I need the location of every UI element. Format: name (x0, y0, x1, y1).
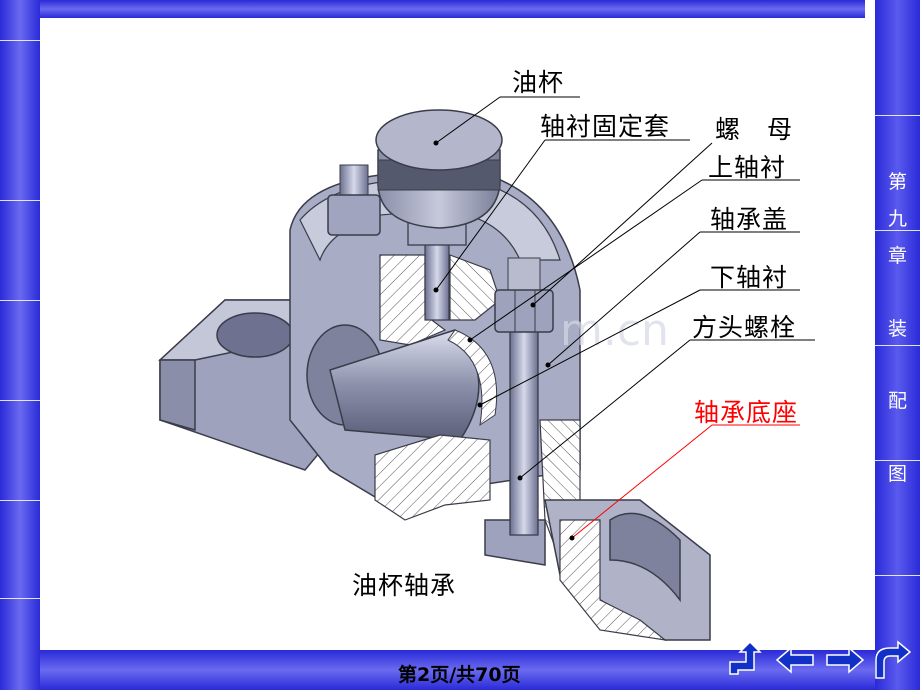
right-divider (875, 460, 920, 461)
chapter-char: 第 (887, 171, 907, 193)
left-nut (327, 194, 381, 236)
chapter-char: 章 (887, 245, 907, 267)
base-left-slot (216, 312, 294, 358)
figure-caption: 油杯轴承 (352, 571, 457, 600)
leader-bolt (519, 339, 691, 479)
left-frame-bar (0, 0, 40, 690)
leader-dot (477, 402, 483, 408)
right-divider (875, 230, 920, 231)
right-divider (875, 345, 920, 346)
leader-dot (569, 535, 575, 541)
base-right-slot (609, 512, 681, 603)
chapter-char: 图 (887, 463, 907, 485)
right-nut (494, 289, 554, 333)
label-bearing-base: 轴承底座 (694, 398, 799, 427)
leader-dot (433, 287, 439, 293)
base-right-foot-section (559, 519, 668, 641)
leader-cap (547, 231, 701, 366)
leader-sleeve (435, 139, 546, 291)
base-left-front (159, 359, 196, 431)
chapter-char: 配 (887, 390, 907, 412)
prev-arrow-icon[interactable] (775, 640, 815, 680)
next-arrow-icon[interactable] (825, 640, 865, 680)
leader-dot (467, 337, 473, 343)
leader-dot (517, 475, 523, 481)
oil-cup-top (375, 109, 503, 171)
label-lower-bushing: 下轴衬 (710, 263, 789, 292)
left-divider (0, 500, 40, 501)
leader-dot (545, 362, 551, 368)
leader-lower-bushing (479, 289, 701, 406)
return-icon[interactable] (724, 640, 764, 680)
top-frame-bar (40, 0, 865, 18)
page-indicator: 第2页/共70页 (398, 664, 521, 686)
leader-dot (433, 140, 439, 146)
chapter-char: 九 (887, 208, 907, 230)
left-divider (0, 300, 40, 301)
left-divider (0, 400, 40, 401)
label-upper-bushing: 上轴衬 (708, 153, 787, 182)
right-divider (875, 575, 920, 576)
leader-upper-bushing (469, 179, 703, 341)
label-square-bolt: 方头螺栓 (692, 313, 797, 342)
watermark-text: m.cn (560, 305, 669, 356)
right-divider (875, 115, 920, 116)
chapter-char: 装 (887, 318, 907, 340)
label-nut: 螺 母 (715, 115, 794, 144)
left-divider (0, 200, 40, 201)
back-icon[interactable] (872, 640, 912, 680)
cap-section-right (449, 254, 501, 321)
label-bearing-cap: 轴承盖 (710, 205, 789, 234)
leader-dot (530, 302, 536, 308)
left-divider (0, 598, 40, 599)
leader-nut (532, 142, 713, 306)
leader-oil-cup (435, 96, 501, 144)
bushing-ring (447, 329, 498, 427)
label-bushing-sleeve: 轴衬固定套 (540, 112, 671, 141)
left-divider (0, 40, 40, 41)
base-section (374, 434, 491, 521)
label-oil-cup: 油杯 (512, 68, 565, 97)
leader-base (571, 424, 713, 539)
